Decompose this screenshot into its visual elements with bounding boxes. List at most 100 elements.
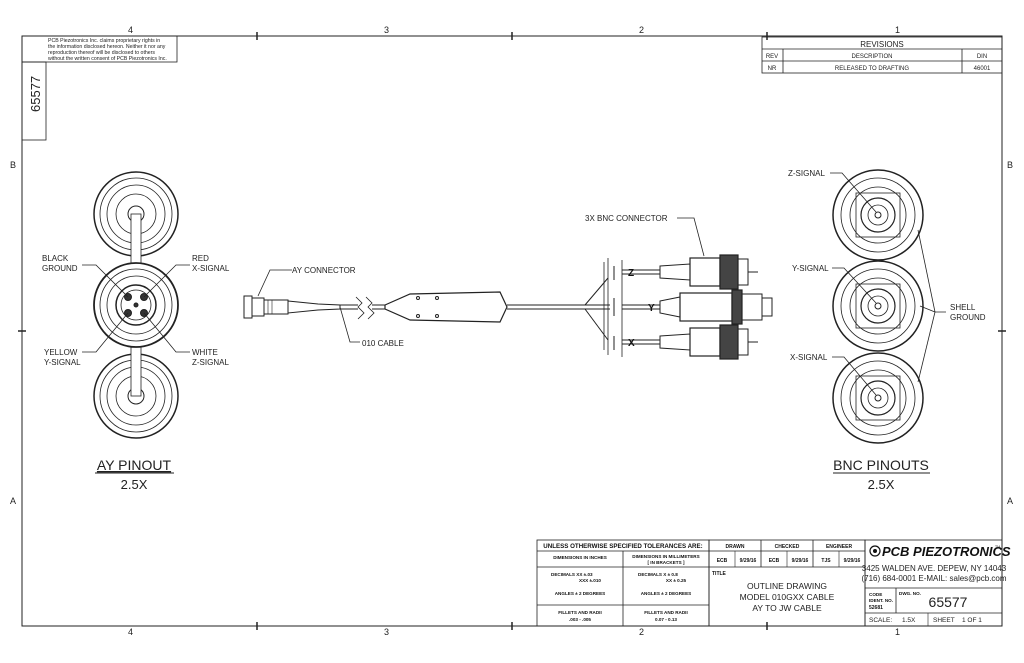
- ay-leaders: [82, 264, 190, 353]
- tolerances-block: UNLESS OTHERWISE SPECIFIED TOLERANCES AR…: [536, 539, 710, 627]
- bnc-shell-label: SHELL: [950, 303, 976, 312]
- ay-yellow-label: YELLOW: [44, 348, 78, 357]
- bnc-x-signal-label: X-SIGNAL: [790, 353, 828, 362]
- ay-white-label: WHITE: [192, 348, 218, 357]
- ay-y-signal-label: Y-SIGNAL: [44, 358, 81, 367]
- din-header: DIN: [977, 54, 987, 60]
- checked-label: CHECKED: [775, 544, 800, 550]
- sheet-value: 1 OF 1: [962, 617, 982, 624]
- side-drawing-number: 65577: [28, 76, 43, 112]
- inch-decimals-xxx: XXX ±.010: [579, 578, 601, 583]
- branch-letter-x: X: [628, 338, 635, 349]
- title-line-1: OUTLINE DRAWING: [747, 581, 827, 591]
- revisions-title: REVISIONS: [860, 40, 904, 49]
- notice-box: [21, 35, 178, 63]
- bnc-pinouts-scale: 2.5X: [868, 477, 895, 492]
- zone-bottom-2: 2: [639, 627, 644, 637]
- zone-top-3: 3: [384, 25, 389, 35]
- company-address: 3425 WALDEN AVE. DEPEW, NY 14043: [862, 564, 1007, 573]
- side-number-box: [21, 61, 47, 141]
- bnc-connector-label: 3X BNC CONNECTOR: [585, 214, 668, 223]
- bnc-leaders: [830, 172, 946, 396]
- drawn-by: ECB: [717, 558, 728, 564]
- ay-pinout-drawing: [82, 171, 190, 439]
- zone-labels: 4 3 2 1 4 3 2 1 B B A A: [10, 25, 1013, 637]
- ay-pinout-title: AY PINOUT: [97, 457, 172, 473]
- bnc-labels: Z-SIGNAL Y-SIGNAL X-SIGNAL SHELL GROUND: [788, 169, 986, 362]
- zone-bottom-1: 1: [895, 627, 900, 637]
- zone-top-4: 4: [128, 25, 133, 35]
- engineer-date: 9/29/16: [844, 558, 861, 564]
- drawn-date: 9/29/16: [740, 558, 757, 564]
- code-label: CODE: [869, 592, 882, 597]
- bnc-face-y: [832, 260, 924, 352]
- mm-fillets-title: FILLETS AND RADII: [644, 610, 687, 615]
- bnc-z-signal-label: Z-SIGNAL: [788, 169, 825, 178]
- notice-line: the information disclosed hereon. Neithe…: [48, 44, 166, 50]
- ay-x-signal-label: X-SIGNAL: [192, 264, 230, 273]
- din-value: 46001: [974, 66, 991, 72]
- ay-ground-label: GROUND: [42, 264, 78, 273]
- bnc-pinouts-title: BNC PINOUTS: [833, 457, 929, 473]
- mm-header-brackets: [ IN BRACKETS ]: [647, 560, 684, 565]
- inches-header: DIMENSIONS IN INCHES: [553, 555, 607, 560]
- dwg-no-label: DWG. NO.: [899, 591, 921, 596]
- tolerances-title: UNLESS OTHERWISE SPECIFIED TOLERANCES AR…: [543, 543, 702, 550]
- zone-right-b: B: [1007, 160, 1013, 170]
- ay-pinout-scale: 2.5X: [121, 477, 148, 492]
- zone-ticks: [18, 32, 1006, 630]
- dwg-no-value: 65577: [929, 594, 968, 610]
- bnc-ground-label: GROUND: [950, 313, 986, 322]
- notice-line: reproduction thereof will be disclosed t…: [48, 50, 155, 56]
- description-value: RELEASED TO DRAFTING: [835, 66, 909, 72]
- rev-value: NR: [768, 66, 777, 72]
- notice-line: PCB Piezotronics Inc. claims proprietary…: [48, 38, 160, 44]
- inch-angles: ANGLES ± 2 DEGREES: [555, 591, 606, 596]
- inch-fillets-title: FILLETS AND RADII: [558, 610, 601, 615]
- checked-date: 9/29/16: [792, 558, 809, 564]
- sheet-label: SHEET: [933, 617, 955, 624]
- scale-label: SCALE:: [869, 617, 892, 624]
- ay-black-label: BLACK: [42, 254, 69, 263]
- mm-header: DIMENSIONS IN MILLIMETERS: [632, 554, 699, 559]
- engineer-label: ENGINEER: [826, 544, 853, 550]
- branch-letter-z: Z: [628, 268, 634, 279]
- zone-top-1: 1: [895, 25, 900, 35]
- bnc-face-z: [832, 169, 924, 261]
- bnc-pinouts-drawing: [830, 169, 946, 444]
- inch-decimals: DECIMALS XX ±.03: [551, 572, 593, 577]
- notice-line: without the written consent of PCB Piezo…: [48, 56, 167, 62]
- description-header: DESCRIPTION: [851, 54, 892, 60]
- zone-top-2: 2: [639, 25, 644, 35]
- drawn-label: DRAWN: [726, 544, 745, 550]
- bnc-y-signal-label: Y-SIGNAL: [792, 264, 829, 273]
- rev-header: REV: [766, 54, 778, 60]
- ay-pin-labels: BLACK GROUND RED X-SIGNAL YELLOW Y-SIGNA…: [42, 254, 230, 367]
- branch-letter-y: Y: [648, 303, 655, 314]
- zone-right-a: A: [1007, 496, 1013, 506]
- scale-value: 1.5X: [902, 617, 916, 624]
- company-block: PCB PIEZOTRONICS TM 3425 WALDEN AVE. DEP…: [861, 539, 1011, 627]
- mm-decimals-xx: XX ± 0.25: [666, 578, 687, 583]
- mm-decimals: DECIMALS X ± 0.8: [638, 572, 678, 577]
- title-line-2: MODEL 010GXX CABLE: [740, 592, 835, 602]
- trademark: TM: [995, 545, 1000, 549]
- zone-bottom-3: 3: [384, 627, 389, 637]
- zone-bottom-4: 4: [128, 627, 133, 637]
- engineer-by: TJS: [821, 558, 831, 564]
- title-line-3: AY TO JW CABLE: [752, 603, 822, 613]
- title-label: TITLE: [712, 571, 727, 577]
- ay-z-signal-label: Z-SIGNAL: [192, 358, 229, 367]
- mm-angles: ANGLES ± 2 DEGREES: [641, 591, 692, 596]
- proprietary-notice: PCB Piezotronics Inc. claims proprietary…: [48, 38, 167, 62]
- pcb-logo-mark: [869, 545, 881, 557]
- inch-fillets-value: .003 - .005: [569, 617, 591, 622]
- breakout-letters: Z Y X: [628, 268, 655, 349]
- pcb-logo: PCB PIEZOTRONICS TM: [869, 544, 1011, 559]
- ident-label: IDENT. NO.: [869, 598, 893, 603]
- pcb-logo-dot: [873, 549, 877, 553]
- company-contact: (716) 684-0001 E-MAIL: sales@pcb.com: [861, 574, 1006, 583]
- zone-left-a: A: [10, 496, 16, 506]
- ay-connector-label: AY CONNECTOR: [292, 266, 356, 275]
